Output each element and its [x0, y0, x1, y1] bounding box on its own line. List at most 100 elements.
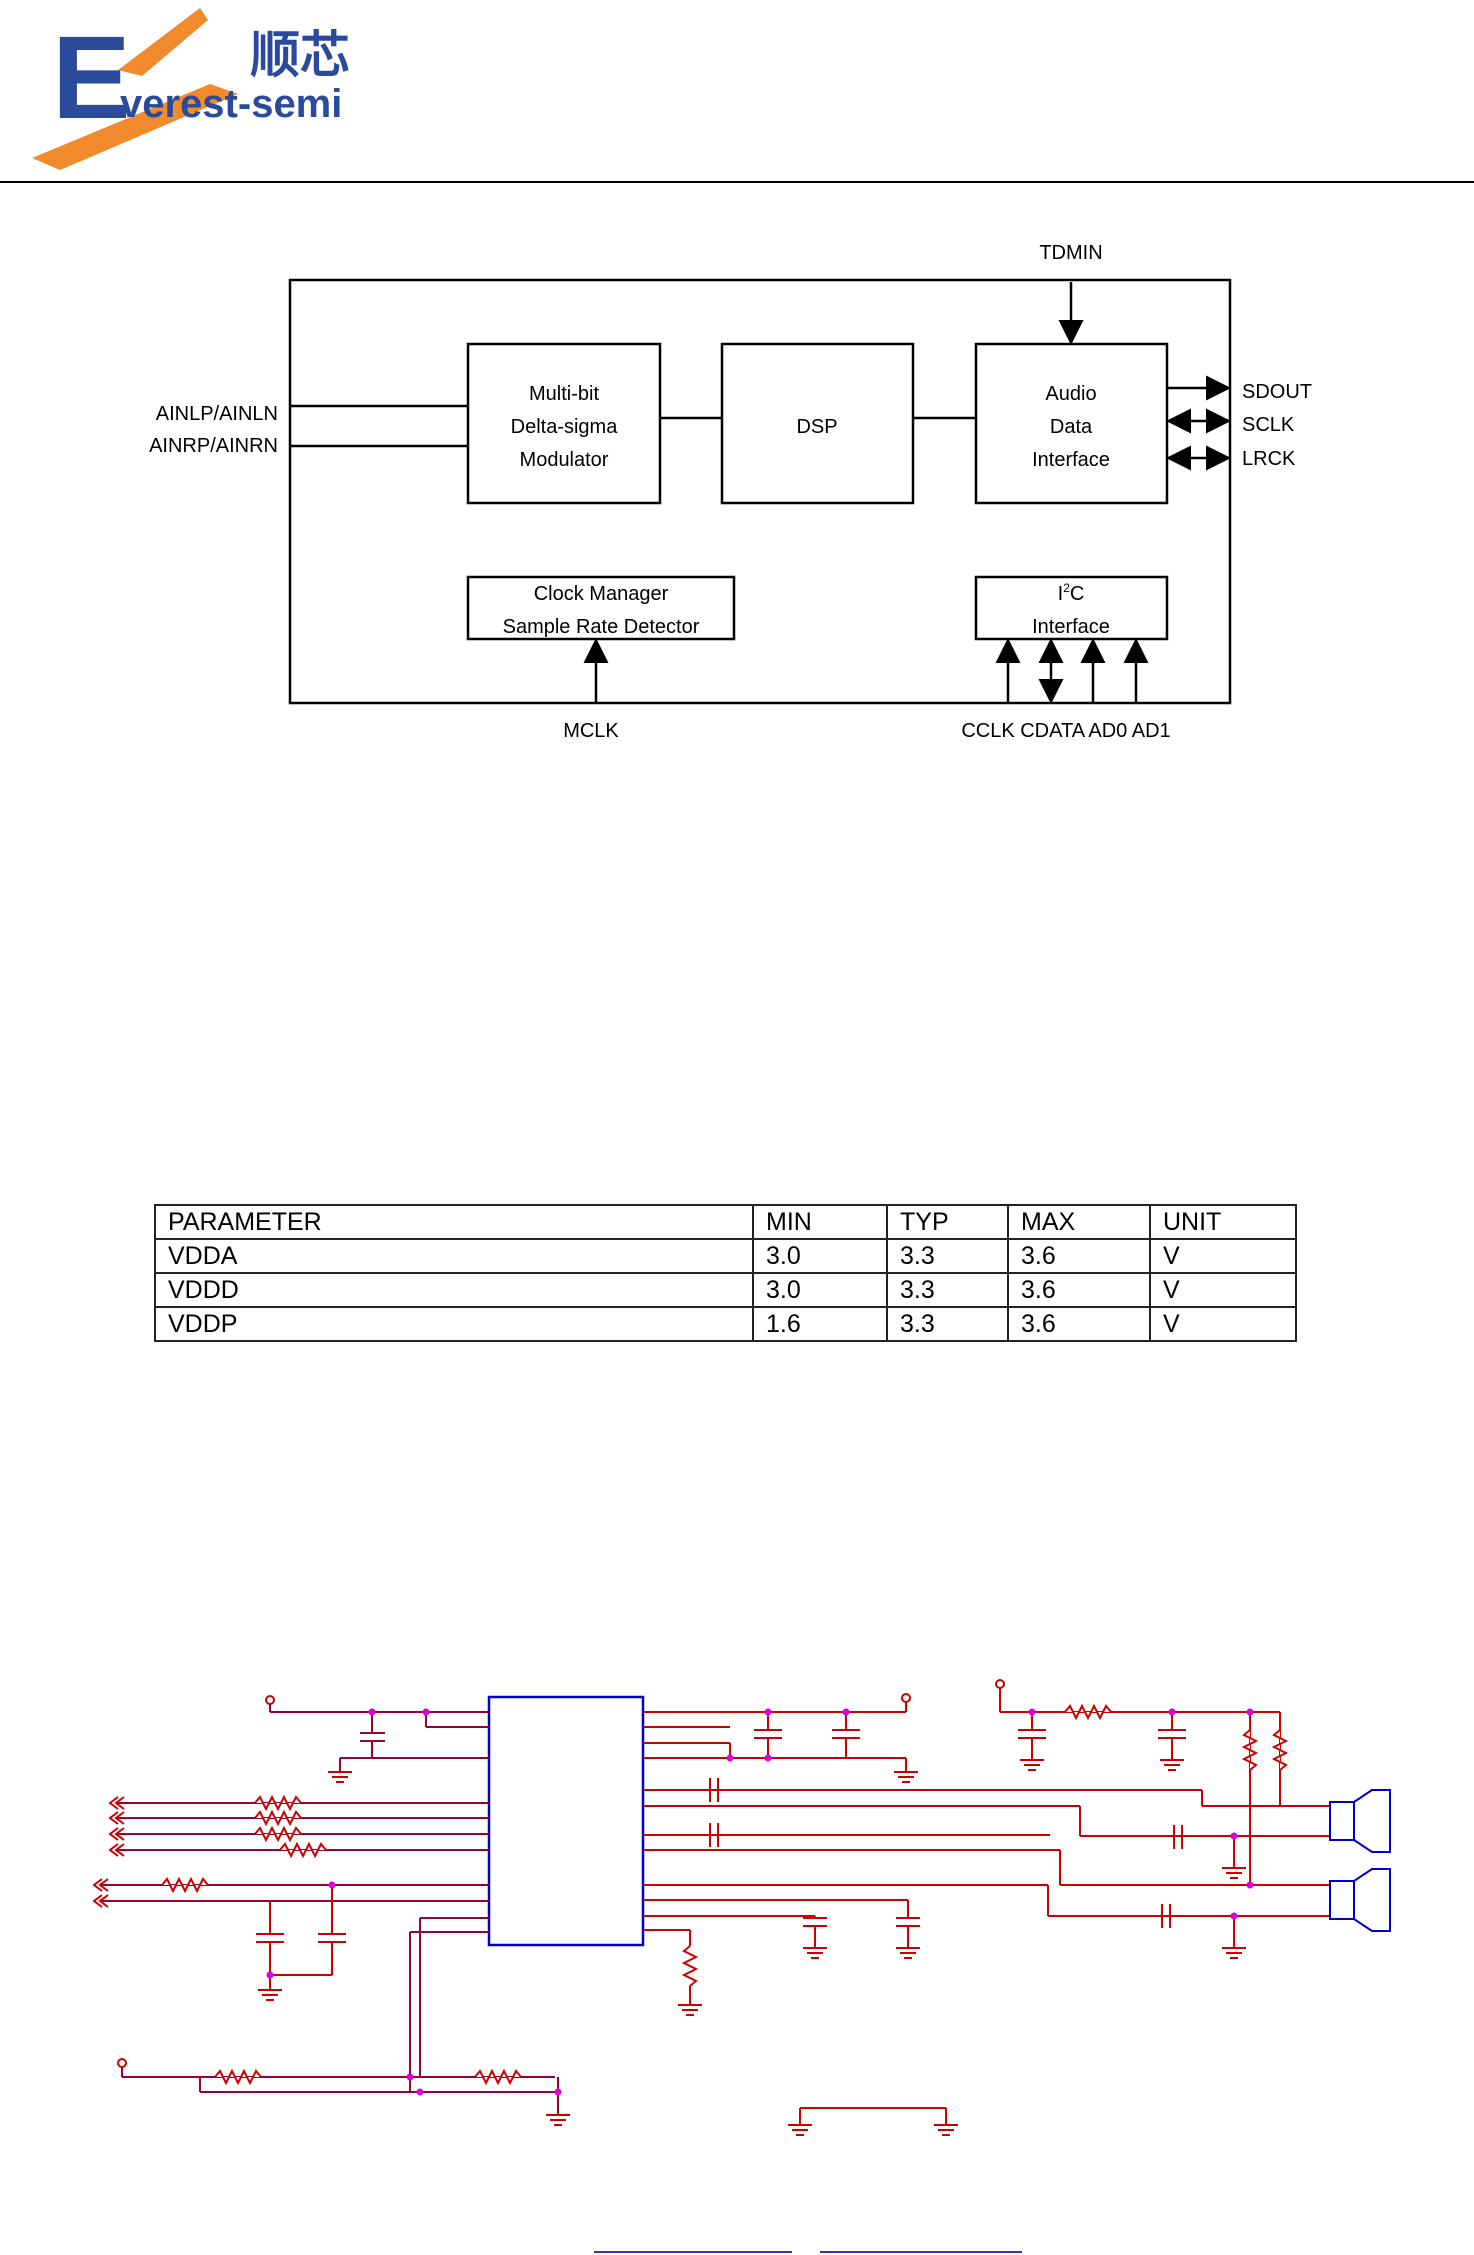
ground-bus [788, 2107, 958, 2136]
control-pins-label: CCLK CDATA AD0 AD1 [961, 720, 1170, 742]
junction-dot [422, 1708, 430, 1716]
clock-manager-line-2: Sample Rate Detector [503, 616, 700, 638]
table-header-unit: UNIT [1149, 1204, 1297, 1240]
table-cell: 3.3 [886, 1238, 1009, 1274]
supply-voltage-table: PARAMETER MIN TYP MAX UNIT VDDA 3.0 3.3 … [154, 1204, 1297, 1342]
supply-pin-right [901, 1693, 911, 1703]
table-cell: 1.6 [752, 1306, 888, 1342]
block-diagram-labels: AINLP/AINLN AINRP/AINRN TDMIN Multi-bit … [149, 242, 1312, 742]
modulator-block [466, 342, 662, 505]
dsp-label: DSP [796, 416, 837, 438]
wire [681, 1945, 699, 1987]
table-cell: VDDP [154, 1306, 754, 1342]
junction-dot [1028, 1708, 1036, 1716]
output-coupling-caps [709, 1712, 1281, 1948]
ctrl-supply-pin [117, 2058, 127, 2068]
upper-right-net [999, 1688, 1289, 1771]
table-header-max: MAX [1007, 1204, 1151, 1240]
table-cell: VDDD [154, 1272, 754, 1308]
ground-symbol [328, 1771, 352, 1783]
wire [254, 1825, 302, 1843]
i2c-interface-block [974, 575, 1169, 641]
output-nets [643, 1789, 1330, 1917]
logo-swoosh-upper [118, 8, 208, 76]
junction-dot [1230, 1912, 1238, 1920]
junction-dot [764, 1754, 772, 1762]
ground-symbol [894, 1771, 918, 1783]
sclk-label: SCLK [1242, 414, 1295, 436]
speaker-left-cone [1353, 1789, 1391, 1853]
control-resistors [214, 2068, 522, 2086]
input-connectors [92, 1796, 125, 1908]
wire [108, 1796, 125, 1810]
junction-dot [406, 2073, 414, 2081]
junction-dot [1168, 1708, 1176, 1716]
wire [1241, 1729, 1259, 1771]
i2c-tail: C [1070, 583, 1084, 605]
junction-dot [416, 2088, 424, 2096]
input-label-left: AINLP/AINLN [156, 403, 278, 425]
modulator-line-3: Modulator [520, 449, 609, 471]
left-supply-net [265, 1695, 489, 1772]
wire [108, 1843, 125, 1857]
logo-swoosh [32, 84, 238, 170]
table-cell: 3.6 [1007, 1306, 1151, 1342]
table-cell: 3.0 [752, 1238, 888, 1274]
sdout-label: SDOUT [1242, 381, 1312, 403]
junction-dot [726, 1754, 734, 1762]
junction-dot [1230, 1832, 1238, 1840]
wire [279, 1841, 327, 1859]
control-nets [121, 1917, 559, 2115]
table-row: VDDD 3.0 3.3 3.6 V [154, 1272, 1297, 1308]
input-resistors [161, 1794, 327, 1894]
right-supply-net [643, 1702, 907, 1772]
block-diagram [288, 278, 1232, 705]
wire [214, 2068, 262, 2086]
junction-dot [266, 1971, 274, 1979]
table-cell: 3.3 [886, 1272, 1009, 1308]
junction-dots [266, 1708, 1254, 2096]
junction-dot [328, 1881, 336, 1889]
wire [161, 1876, 209, 1894]
logo-chinese-name: 顺芯 [250, 27, 350, 83]
table-cell: 3.6 [1007, 1238, 1151, 1274]
junction-dot [368, 1708, 376, 1716]
table-row: VDDP 1.6 3.3 3.6 V [154, 1306, 1297, 1342]
lrck-label: LRCK [1242, 448, 1296, 470]
logo-company-name: verest-semi [120, 82, 342, 126]
modulator-line-2: Delta-sigma [511, 416, 619, 438]
audio-interface-line-2: Data [1050, 416, 1093, 438]
speaker-right [1329, 1868, 1391, 1932]
speaker-left [1329, 1789, 1391, 1853]
audio-interface-line-1: Audio [1045, 383, 1096, 405]
table-cell: 3.0 [752, 1272, 888, 1308]
mclk-label: MCLK [563, 720, 619, 742]
wire [254, 1794, 302, 1812]
wire [474, 2068, 522, 2086]
junction-dot [554, 2088, 562, 2096]
dsp-block [720, 342, 915, 505]
company-logo: E S 顺芯 verest-semi [32, 8, 350, 170]
table-header-row: PARAMETER MIN TYP MAX UNIT [154, 1204, 1297, 1240]
supply-pin-left [265, 1695, 275, 1705]
lower-mid-parts [643, 1899, 920, 2016]
junction-dot [842, 1708, 850, 1716]
i2c-line-1: I2C [1058, 581, 1085, 605]
codec-ic-body [487, 1695, 645, 1947]
table-header-min: MIN [752, 1204, 888, 1240]
junction-dot [764, 1708, 772, 1716]
wire [108, 1827, 125, 1841]
junction-dot [1246, 1708, 1254, 1716]
table-header-typ: TYP [886, 1204, 1009, 1240]
speaker-left-body [1329, 1801, 1355, 1841]
i2c-superscript: 2 [1063, 581, 1070, 595]
analog-input-nets [100, 1802, 489, 1902]
i2c-main: I [1058, 583, 1064, 605]
speaker-right-body [1329, 1880, 1355, 1920]
supply-pin-upper-right [995, 1679, 1005, 1689]
table-header-parameter: PARAMETER [154, 1204, 754, 1240]
junction-dot [1246, 1881, 1254, 1889]
tdmin-label: TDMIN [1039, 242, 1102, 264]
wire [1064, 1703, 1112, 1721]
